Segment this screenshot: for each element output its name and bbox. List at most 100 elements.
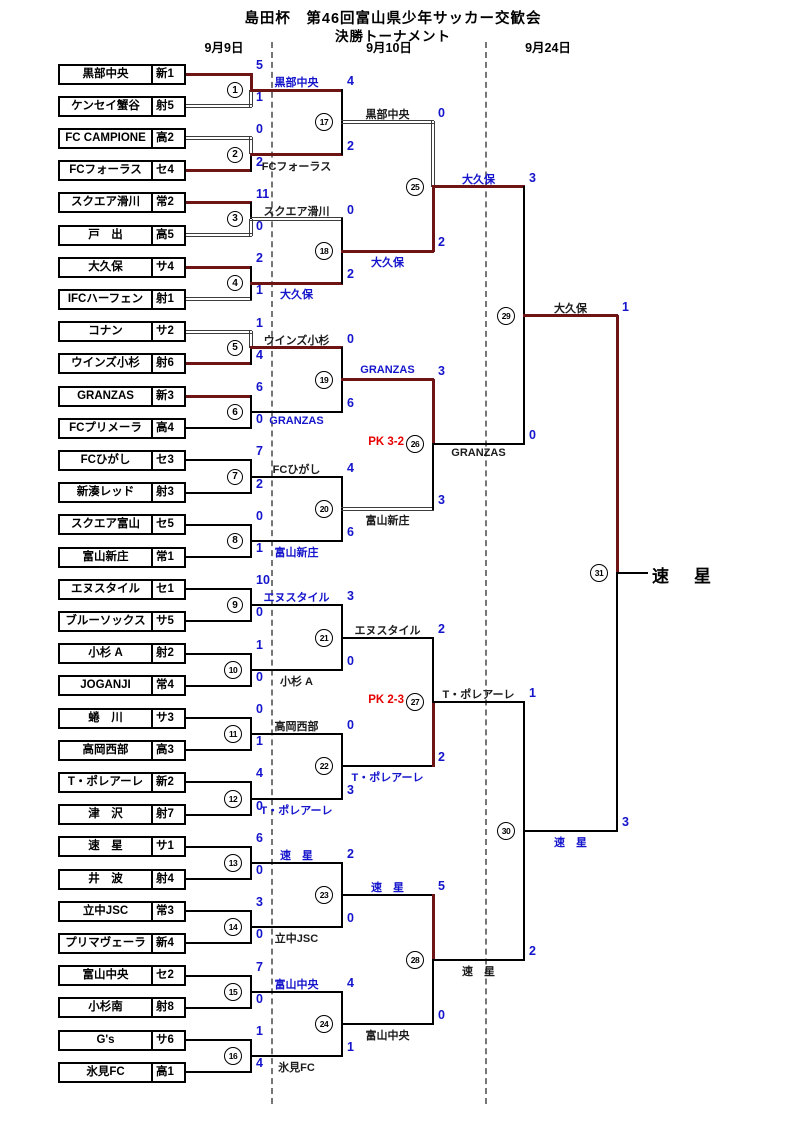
bracket-line — [250, 523, 252, 541]
team-row: 大久保サ4 — [58, 256, 186, 278]
match-score: 6 — [256, 380, 263, 394]
bracket-line — [341, 765, 434, 768]
bracket-line — [186, 620, 252, 623]
bracket-line — [523, 314, 618, 317]
team-seed: サ6 — [151, 1031, 184, 1049]
team-name: 氷見FC — [86, 1065, 125, 1078]
match-number: 17 — [315, 113, 333, 132]
team-name: スクエア富山 — [71, 518, 140, 531]
team-name: FC CAMPIONE — [65, 131, 146, 144]
advancing-team-label: 氷見FC — [278, 1062, 315, 1075]
bracket-line — [186, 329, 252, 334]
team-row: 高岡西部 高3 — [58, 739, 186, 761]
bracket-line — [186, 910, 252, 913]
bracket-line — [341, 1023, 343, 1058]
bracket-line — [250, 734, 252, 752]
team-row: 富山中央セ2 — [58, 965, 186, 987]
advancing-team-label: 小杉 A — [280, 675, 313, 688]
team-seed: 高4 — [151, 419, 184, 437]
match-number: 2 — [227, 146, 243, 163]
match-score: 3 — [438, 492, 445, 507]
team-row: エヌスタイルセ1 — [58, 578, 186, 600]
match-number: 4 — [227, 275, 243, 292]
match-number: 16 — [224, 1047, 242, 1066]
match-score: 7 — [256, 959, 263, 974]
match-score: 0 — [256, 798, 263, 813]
advancing-team-label: GRANZAS — [269, 415, 324, 428]
match-number: 1 — [227, 82, 243, 99]
bracket-line — [616, 573, 618, 832]
bracket-line — [250, 733, 343, 736]
team-name: JOGANJI — [80, 679, 131, 692]
bracket-line — [341, 636, 434, 639]
bracket-line — [250, 910, 252, 928]
team-seed: 常3 — [151, 902, 184, 920]
bracket-line — [250, 669, 252, 687]
tournament-title: 島田杯 第46回富山県少年サッカー交歓会 — [244, 11, 542, 27]
bracket-line — [250, 990, 343, 993]
bracket-line — [523, 829, 618, 832]
bracket-line — [341, 508, 343, 542]
bracket-line — [341, 637, 343, 671]
team-name: 蜷 川 — [88, 711, 123, 724]
bracket-line — [250, 1056, 252, 1074]
bracket-line — [341, 122, 343, 156]
advancing-team-label: 速 星 — [462, 965, 495, 978]
bracket-line — [432, 185, 525, 189]
match-number: 25 — [406, 177, 424, 196]
team-seed: 射4 — [151, 870, 184, 888]
bracket-line — [186, 427, 252, 430]
bracket-line — [250, 539, 343, 542]
match-score: 0 — [347, 331, 354, 346]
match-score: 1 — [256, 637, 263, 652]
bracket-line — [431, 894, 435, 960]
bracket-line — [250, 411, 343, 414]
advancing-team-label: 速 星 — [554, 836, 587, 849]
match-score: 6 — [347, 396, 354, 411]
match-score: 6 — [256, 830, 263, 845]
team-row: 蜷 川サ3 — [58, 707, 186, 729]
match-score: 4 — [347, 975, 354, 990]
bracket-line — [523, 315, 525, 446]
team-row: FCフォーラスセ4 — [58, 160, 186, 182]
team-name: G's — [96, 1033, 115, 1046]
team-seed: 高3 — [151, 741, 184, 759]
match-score: 3 — [529, 170, 536, 185]
bracket-line — [250, 476, 252, 494]
team-seed: 射5 — [151, 97, 184, 115]
match-score: 0 — [256, 927, 263, 942]
bracket-line — [250, 861, 343, 864]
advancing-team-label: FCひがし — [272, 463, 321, 476]
team-name: 津 沢 — [88, 808, 123, 821]
match-score: 5 — [256, 58, 263, 72]
bracket-line — [186, 781, 252, 784]
bracket-line — [250, 604, 343, 607]
match-score: 7 — [256, 444, 263, 459]
team-row: 井 波射4 — [58, 868, 186, 890]
team-row: 戸 出高5 — [58, 224, 186, 246]
match-score: 11 — [256, 186, 270, 201]
match-number: 6 — [227, 404, 243, 421]
match-number: 12 — [224, 789, 242, 808]
team-name: ブルーソックス — [65, 614, 146, 627]
bracket-line — [523, 185, 525, 316]
team-name: コナン — [88, 325, 123, 338]
bracket-line — [250, 412, 252, 430]
team-name: 高岡西部 — [82, 743, 129, 756]
bracket-line — [616, 572, 648, 575]
bracket-line — [186, 813, 252, 816]
match-number: 15 — [224, 982, 242, 1001]
team-seed: 射8 — [151, 999, 184, 1017]
pk-note: PK 2-3 — [368, 693, 404, 706]
team-seed: 常2 — [151, 194, 184, 212]
advancing-team-label: エヌスタイル — [263, 592, 330, 605]
bracket-line — [615, 314, 619, 574]
match-number: 18 — [315, 242, 333, 261]
match-number: 9 — [227, 597, 243, 614]
team-name: FCフォーラス — [69, 164, 142, 177]
bracket-line — [341, 346, 343, 380]
match-score: 0 — [347, 718, 354, 733]
bracket-line — [249, 330, 253, 348]
